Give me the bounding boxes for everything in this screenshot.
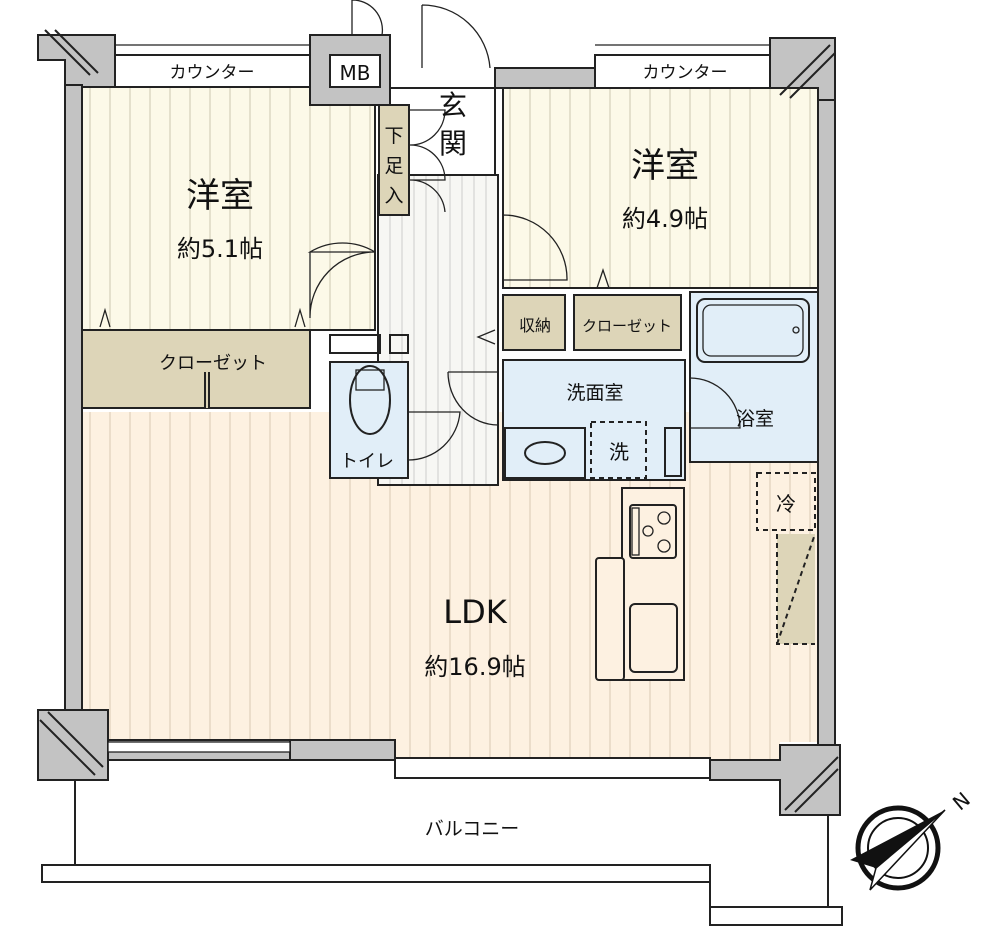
entrance-label-1: 玄 [439,89,467,122]
wall-left [64,84,83,711]
closet-left [81,329,311,409]
bedroom-left-size: 約5.1帖 [177,235,263,263]
closet-left-label: クローゼット [159,353,267,374]
shoe-cabinet-label-2: 足 [384,155,403,177]
bedroom-right-door[interactable] [502,214,568,281]
storage [502,294,566,351]
compass-north-icon: N [850,787,975,891]
washer-space [590,421,647,479]
toilet-door[interactable] [407,411,461,461]
kitchen-sink [629,603,678,673]
bedroom-right-label: 洋室 [631,146,699,186]
ldk-size: 約16.9帖 [424,653,525,681]
bathroom-door[interactable] [689,377,741,429]
bathtub [696,298,810,363]
counter-left-label: カウンター [170,63,255,83]
fridge-space [756,472,816,531]
toilet-label: トイレ [340,451,394,472]
shoe-cabinet [378,104,410,216]
washroom-label: 洗面室 [566,382,623,404]
bedroom-left-door[interactable] [307,242,376,319]
meter-box [329,54,381,88]
ldk-label: LDK [443,593,507,631]
shoe-cabinet-label-1: 下 [384,125,403,147]
entrance-label-2: 関 [439,127,467,160]
counter-right-label: カウンター [643,63,728,83]
closet-right [573,294,682,351]
bedroom-left-floor [81,86,376,331]
bedroom-right-size: 約4.9帖 [622,205,708,233]
meter-box-label: MB [340,61,371,85]
bedroom-left-label: 洋室 [186,176,254,216]
toilet-bowl [349,365,391,435]
stove [629,504,677,559]
washroom-door[interactable] [447,371,499,426]
shoe-cabinet-label-3: 入 [384,185,403,207]
balcony-outline [41,780,843,926]
sink [504,427,586,479]
mb-door[interactable] [351,0,384,36]
shoe-cabinet-doors [408,109,446,213]
closet-right-label: クローゼット [582,317,672,335]
balcony-label: バルコニー [425,818,520,840]
entrance-door[interactable] [421,4,491,69]
bedroom-right-floor [502,86,819,289]
washer-label: 洗 [609,440,629,464]
compass-label: N [948,787,975,815]
bathroom-label: 浴室 [736,408,774,430]
fridge-label: 冷 [776,492,796,516]
kitchen-counter [621,487,685,681]
wall-right [817,99,836,746]
storage-label: 収納 [519,316,551,335]
